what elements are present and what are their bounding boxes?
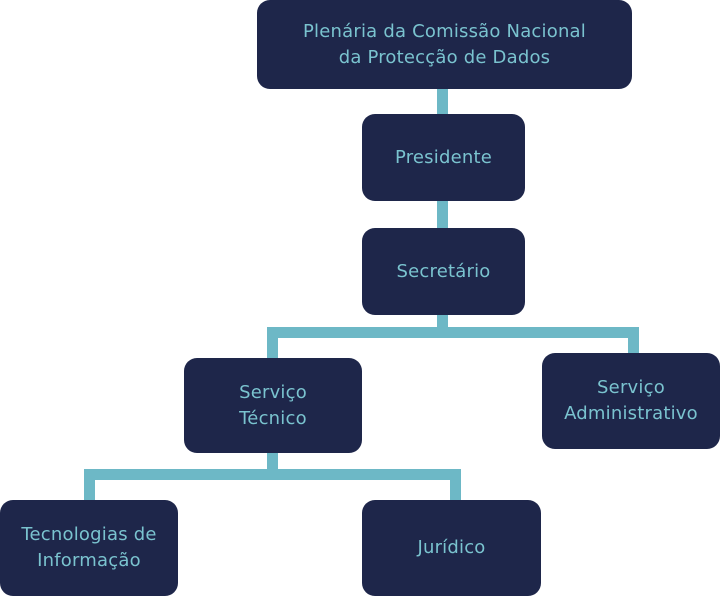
node-servico-administrativo-label: Serviço Administrativo bbox=[564, 375, 698, 427]
node-secretario-label: Secretário bbox=[397, 259, 491, 285]
node-juridico: Jurídico bbox=[362, 500, 541, 596]
node-tecnologias-informacao-label: Tecnologias de Informação bbox=[21, 522, 156, 574]
node-secretario-line1: Secretário bbox=[396, 260, 491, 282]
node-servico-tecnico-line1: Serviço bbox=[239, 381, 307, 403]
connector-drop-servico-administrativo bbox=[628, 327, 639, 353]
node-plenaria: Plenária da Comissão Nacional da Protecç… bbox=[257, 0, 632, 89]
connector-tecnico-horizontal bbox=[84, 469, 461, 480]
node-presidente-label: Presidente bbox=[395, 145, 492, 171]
node-servico-tecnico-label: Serviço Técnico bbox=[239, 380, 307, 432]
node-presidente: Presidente bbox=[362, 114, 525, 201]
node-juridico-label: Jurídico bbox=[417, 535, 485, 561]
node-plenaria-label: Plenária da Comissão Nacional da Protecç… bbox=[303, 19, 586, 71]
connector-tecnico-stem bbox=[267, 453, 278, 475]
node-tecnologias-informacao-line2: Informação bbox=[37, 550, 141, 571]
node-plenaria-line2: da Protecção de Dados bbox=[338, 46, 551, 68]
node-servico-tecnico: Serviço Técnico bbox=[184, 358, 362, 453]
connector-secretario-horizontal bbox=[267, 327, 639, 338]
node-servico-tecnico-line2: Técnico bbox=[239, 407, 307, 429]
connector-drop-juridico bbox=[450, 469, 461, 500]
connector-plenaria-presidente bbox=[437, 89, 448, 114]
node-servico-administrativo: Serviço Administrativo bbox=[542, 353, 720, 449]
connector-secretario-stem bbox=[437, 315, 448, 331]
node-presidente-line1: Presidente bbox=[394, 146, 493, 168]
node-plenaria-line1: Plenária da Comissão Nacional bbox=[303, 20, 586, 42]
connector-drop-servico-tecnico bbox=[267, 327, 278, 358]
node-tecnologias-informacao-line1: Tecnologias de bbox=[21, 524, 157, 545]
node-servico-administrativo-line1: Serviço bbox=[597, 377, 665, 398]
node-tecnologias-informacao: Tecnologias de Informação bbox=[0, 500, 178, 596]
connector-presidente-secretario bbox=[437, 201, 448, 228]
node-secretario: Secretário bbox=[362, 228, 525, 315]
node-juridico-line1: Jurídico bbox=[417, 537, 486, 558]
node-servico-administrativo-line2: Administrativo bbox=[564, 403, 698, 424]
connector-drop-tecnologias bbox=[84, 469, 95, 500]
